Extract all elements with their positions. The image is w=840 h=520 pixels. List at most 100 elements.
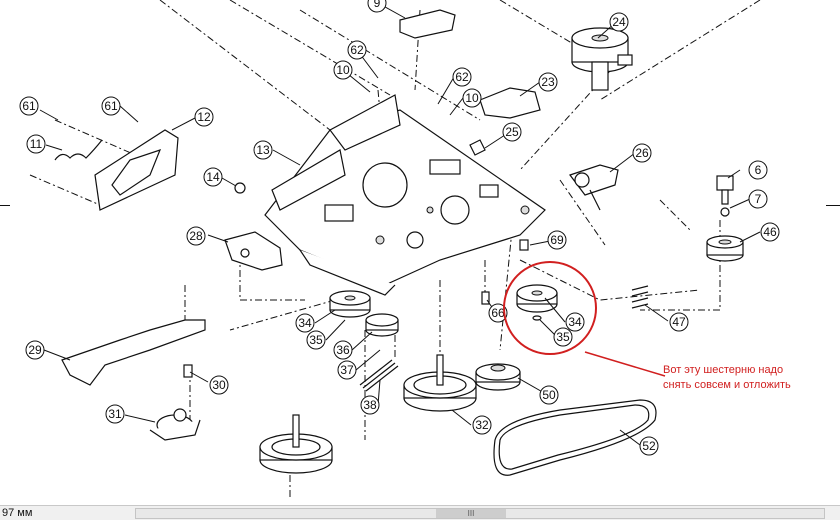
callout-11: 11 (26, 134, 46, 154)
part-6-7 (716, 175, 734, 217)
callout-24: 24 (609, 12, 629, 32)
svg-text:37: 37 (340, 363, 354, 377)
svg-text:66: 66 (491, 306, 505, 320)
svg-text:46: 46 (763, 225, 777, 239)
belt-52 (493, 399, 657, 476)
callout-66: 66 (488, 303, 508, 323)
svg-text:62: 62 (350, 43, 364, 57)
exploded-parts-diagram: 9 62 10 62 10 23 25 24 26 6 7 46 47 50 3… (19, 0, 791, 500)
gear-36 (365, 313, 399, 337)
pulley-32 (403, 354, 477, 412)
part-14 (234, 182, 246, 194)
callout-37: 37 (337, 360, 357, 380)
callout-61: 61 (101, 96, 121, 116)
callout-34: 34 (295, 313, 315, 333)
svg-text:34: 34 (298, 316, 312, 330)
callout-47: 47 (669, 312, 689, 332)
callout-26: 26 (632, 143, 652, 163)
screw-66 (481, 291, 490, 305)
scrollbar-thumb[interactable]: III (436, 509, 506, 518)
svg-text:29: 29 (28, 343, 42, 357)
svg-text:32: 32 (475, 418, 489, 432)
part-25 (469, 139, 486, 156)
svg-text:35: 35 (556, 330, 570, 344)
callout-31: 31 (105, 404, 125, 424)
callout-69: 69 (547, 230, 567, 250)
svg-text:7: 7 (755, 192, 762, 206)
annotation-line-1: Вот эту шестерню надо (663, 364, 783, 376)
svg-text:47: 47 (672, 315, 686, 329)
svg-text:11: 11 (30, 137, 43, 151)
callout-35: 35 (553, 327, 573, 347)
callout-38: 38 (360, 395, 380, 415)
part-callouts: 9 62 10 62 10 23 25 24 26 6 7 46 47 50 3… (19, 0, 780, 456)
part-9 (399, 9, 456, 39)
part-23 (479, 87, 541, 119)
callout-52: 52 (639, 436, 659, 456)
part-31 (149, 408, 201, 441)
spring-47 (631, 285, 649, 309)
gear-34-left (329, 290, 371, 318)
chassis-plate (264, 94, 546, 296)
callout-50: 50 (539, 385, 559, 405)
annotation-line-2: снять совсем и отложить (663, 379, 791, 391)
lever-part-29 (61, 319, 206, 386)
spring-arm-part (54, 129, 179, 211)
callout-29: 29 (25, 340, 45, 360)
svg-text:69: 69 (550, 233, 564, 247)
svg-text:61: 61 (104, 99, 118, 113)
gear-46 (706, 235, 744, 262)
callout-14: 14 (203, 167, 223, 187)
lever-part-28 (224, 231, 283, 271)
page-edge-mark-left (0, 205, 10, 206)
callout-6: 6 (748, 160, 768, 180)
svg-text:23: 23 (541, 75, 555, 89)
callout-32: 32 (472, 415, 492, 435)
page-edge-mark-right (826, 205, 840, 206)
callout-61: 61 (19, 96, 39, 116)
svg-text:62: 62 (455, 70, 469, 84)
svg-text:9: 9 (374, 0, 381, 10)
svg-text:6: 6 (755, 163, 762, 177)
svg-text:61: 61 (22, 99, 36, 113)
callout-35: 35 (306, 330, 326, 350)
svg-text:52: 52 (642, 439, 656, 453)
svg-text:10: 10 (465, 91, 479, 105)
callout-36: 36 (333, 340, 353, 360)
part-26 (569, 164, 619, 211)
callout-28: 28 (186, 226, 206, 246)
svg-text:12: 12 (197, 110, 211, 124)
annotation-circle (503, 261, 597, 355)
callout-7: 7 (748, 189, 768, 209)
svg-text:31: 31 (108, 407, 122, 421)
callout-62: 62 (347, 40, 367, 60)
svg-text:10: 10 (336, 63, 350, 77)
callout-30: 30 (209, 375, 229, 395)
callout-10: 10 (462, 88, 482, 108)
annotation-arrow (584, 351, 666, 377)
svg-text:14: 14 (206, 170, 220, 184)
callout-9: 9 (367, 0, 387, 13)
svg-text:24: 24 (612, 15, 626, 29)
status-bar: 97 мм III (0, 505, 840, 520)
zoom-readout: 97 мм (2, 507, 33, 519)
screw-69 (519, 239, 529, 251)
svg-text:25: 25 (505, 125, 519, 139)
svg-text:30: 30 (212, 378, 226, 392)
svg-text:28: 28 (189, 229, 203, 243)
svg-text:13: 13 (256, 143, 270, 157)
svg-text:34: 34 (568, 315, 582, 329)
horizontal-scrollbar[interactable]: III (135, 508, 825, 519)
user-annotation: Вот эту шестерню надо снять совсем и отл… (503, 261, 791, 391)
svg-text:35: 35 (309, 333, 323, 347)
callout-10: 10 (333, 60, 353, 80)
svg-text:36: 36 (336, 343, 350, 357)
spring-38 (359, 359, 399, 392)
svg-text:38: 38 (363, 398, 377, 412)
callout-13: 13 (253, 140, 273, 160)
svg-text:50: 50 (542, 388, 556, 402)
gear-34-right (516, 284, 558, 321)
callout-25: 25 (502, 122, 522, 142)
pulley-bottom (259, 414, 333, 474)
callout-23: 23 (538, 72, 558, 92)
